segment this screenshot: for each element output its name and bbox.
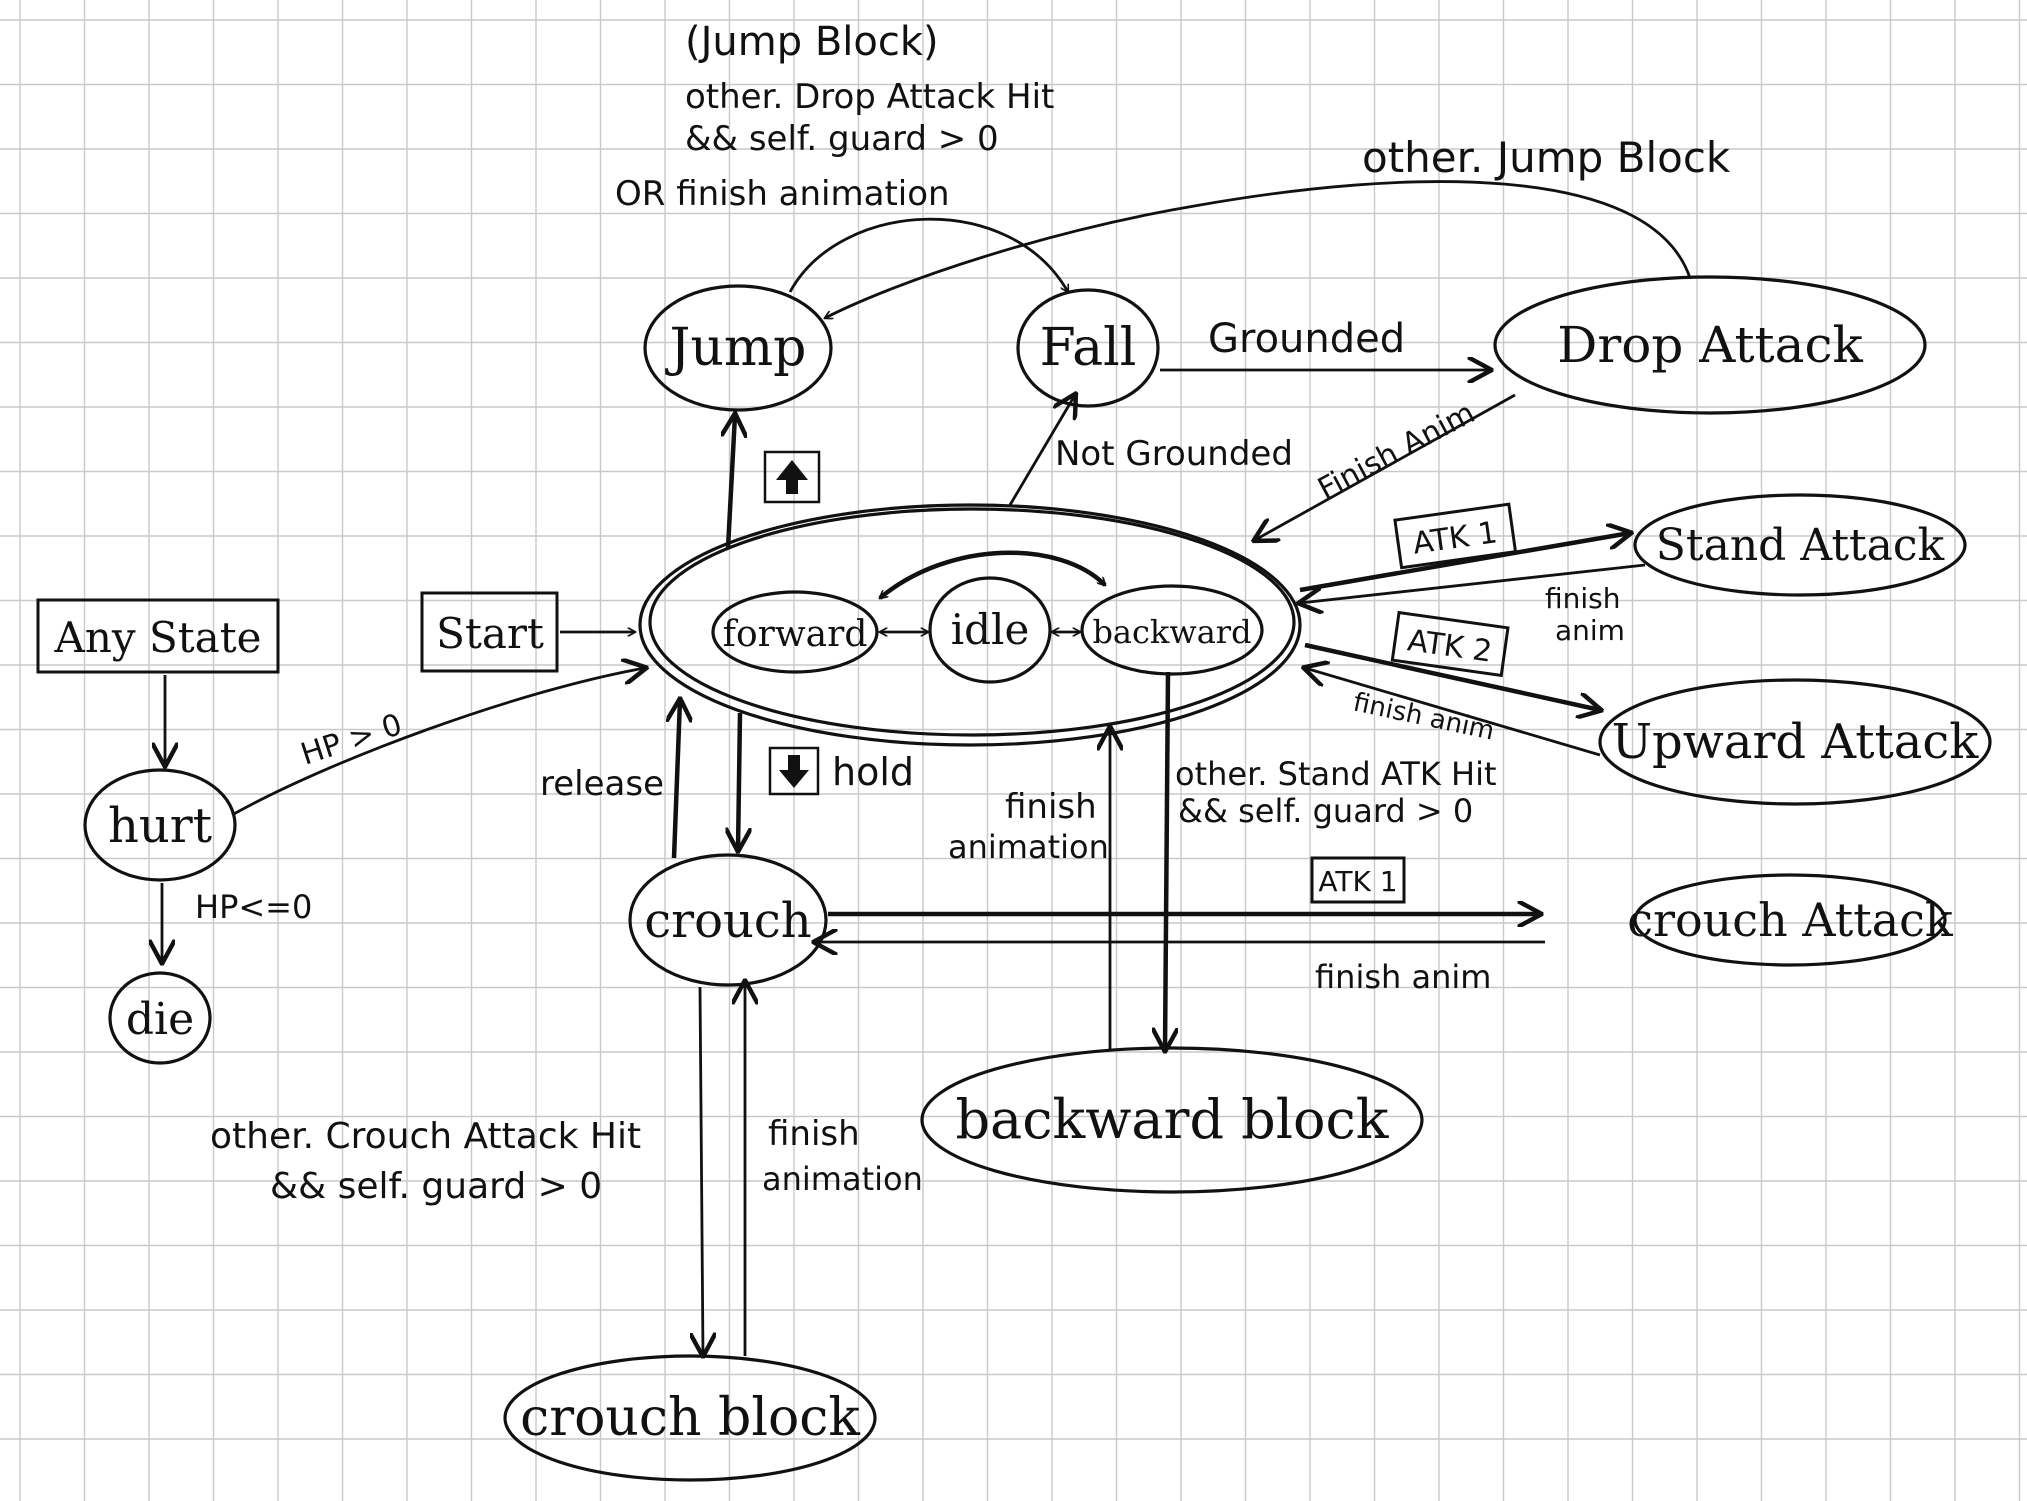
edge-hurt-to-ground	[231, 668, 645, 817]
state-stand-attack-label: Stand Attack	[1656, 520, 1945, 571]
edge-ground-to-crouch	[738, 712, 740, 850]
finish-anim-stand-label-2: anim	[1555, 614, 1625, 647]
edge-jump-to-fall	[788, 217, 1068, 292]
up-arrow-key-icon	[763, 450, 821, 504]
state-idle[interactable]: idle	[928, 576, 1052, 684]
finish-animation-bb-label-1: finish	[1005, 787, 1097, 827]
edge-drop-attack-to-ground	[1255, 393, 1516, 540]
edge-stand-attack-to-ground	[1300, 563, 1646, 603]
state-upward-attack-label: Upward Attack	[1612, 714, 1980, 770]
state-jump[interactable]: Jump	[643, 284, 833, 412]
state-hurt-label: hurt	[108, 798, 212, 854]
state-drop-attack[interactable]: Drop Attack	[1493, 275, 1927, 415]
atk1-crouch-box: ATK 1	[1310, 856, 1406, 904]
edge-crouch-to-ground	[674, 700, 680, 859]
state-forward[interactable]: forward	[711, 590, 879, 674]
state-hurt[interactable]: hurt	[83, 768, 237, 882]
down-arrow-key-icon	[768, 746, 820, 796]
hp-gt-0-label: HP > 0	[297, 707, 407, 772]
edge-ground-to-upward-attack	[1304, 642, 1600, 710]
any-state-label: Any State	[54, 613, 262, 662]
state-backward-label: backward	[1092, 613, 1251, 651]
edge-upward-attack-to-ground	[1305, 668, 1601, 757]
release-label: release	[540, 764, 664, 804]
edge-forward-backward-arc	[880, 550, 1105, 600]
start-label: Start	[436, 609, 544, 658]
crouch-hit-line2: && self. guard > 0	[270, 1166, 602, 1207]
state-die-label: die	[126, 994, 194, 1045]
state-jump-label: Jump	[665, 318, 807, 378]
state-crouch-attack[interactable]: crouch Attack	[1627, 873, 1954, 967]
edge-ground-to-jump	[728, 415, 735, 549]
or-finish-animation: OR finish animation	[615, 174, 950, 214]
grounded-label: Grounded	[1208, 316, 1405, 362]
finish-animation-cb-label-1: finish	[768, 1114, 860, 1154]
edge-ground-to-fall	[1008, 395, 1075, 506]
state-crouch-attack-label: crouch Attack	[1627, 893, 1954, 947]
stand-hit-line1: other. Stand ATK Hit	[1175, 755, 1497, 793]
stand-hit-line2: && self. guard > 0	[1178, 792, 1473, 830]
state-backward-block-label: backward block	[955, 1088, 1389, 1151]
hp-le-0-label: HP<=0	[195, 888, 312, 926]
state-backward[interactable]: backward	[1080, 584, 1264, 676]
state-fall[interactable]: Fall	[1016, 288, 1160, 408]
state-backward-block[interactable]: backward block	[920, 1046, 1424, 1194]
hold-label: hold	[832, 750, 914, 794]
start-box[interactable]: Start	[420, 591, 559, 673]
state-idle-label: idle	[951, 605, 1030, 654]
finish-anim-upward-label: finish anim	[1351, 688, 1497, 747]
other-jump-block-label: other. Jump Block	[1362, 133, 1731, 182]
finish-animation-bb-label-2: animation	[948, 828, 1109, 866]
state-crouch-block[interactable]: crouch block	[503, 1354, 877, 1482]
state-crouch-block-label: crouch block	[520, 1388, 860, 1448]
drop-hit-line2: && self. guard > 0	[685, 119, 999, 159]
edge-backward-to-backward-block	[1165, 671, 1168, 1050]
state-stand-attack[interactable]: Stand Attack	[1633, 493, 1967, 597]
atk1-crouch-label: ATK 1	[1318, 865, 1397, 898]
state-crouch[interactable]: crouch	[628, 853, 828, 987]
edge-drop-attack-to-jump	[825, 180, 1692, 318]
state-upward-attack[interactable]: Upward Attack	[1598, 678, 1992, 806]
edge-crouch-to-crouch-block	[700, 986, 703, 1355]
jump-block-header: (Jump Block)	[685, 19, 939, 65]
finish-animation-cb-label-2: animation	[762, 1160, 923, 1198]
any-state-box[interactable]: Any State	[36, 598, 280, 674]
finish-anim-drop-label: Finish Anim	[1312, 395, 1480, 507]
state-crouch-label: crouch	[644, 893, 811, 949]
finish-anim-crouch-label: finish anim	[1315, 958, 1491, 996]
atk1-stand-box: ATK 1	[1393, 502, 1518, 570]
drop-hit-line1: other. Drop Attack Hit	[685, 77, 1054, 117]
edge-ground-to-stand-attack	[1299, 533, 1630, 593]
state-forward-label: forward	[723, 614, 868, 655]
crouch-hit-line1: other. Crouch Attack Hit	[210, 1116, 641, 1157]
finish-anim-stand-label-1: finish	[1545, 582, 1621, 615]
state-fall-label: Fall	[1040, 318, 1137, 378]
state-drop-attack-label: Drop Attack	[1557, 316, 1863, 374]
state-die[interactable]: die	[108, 971, 212, 1065]
grounded-super-state	[638, 503, 1302, 747]
not-grounded-label: Not Grounded	[1055, 434, 1293, 474]
